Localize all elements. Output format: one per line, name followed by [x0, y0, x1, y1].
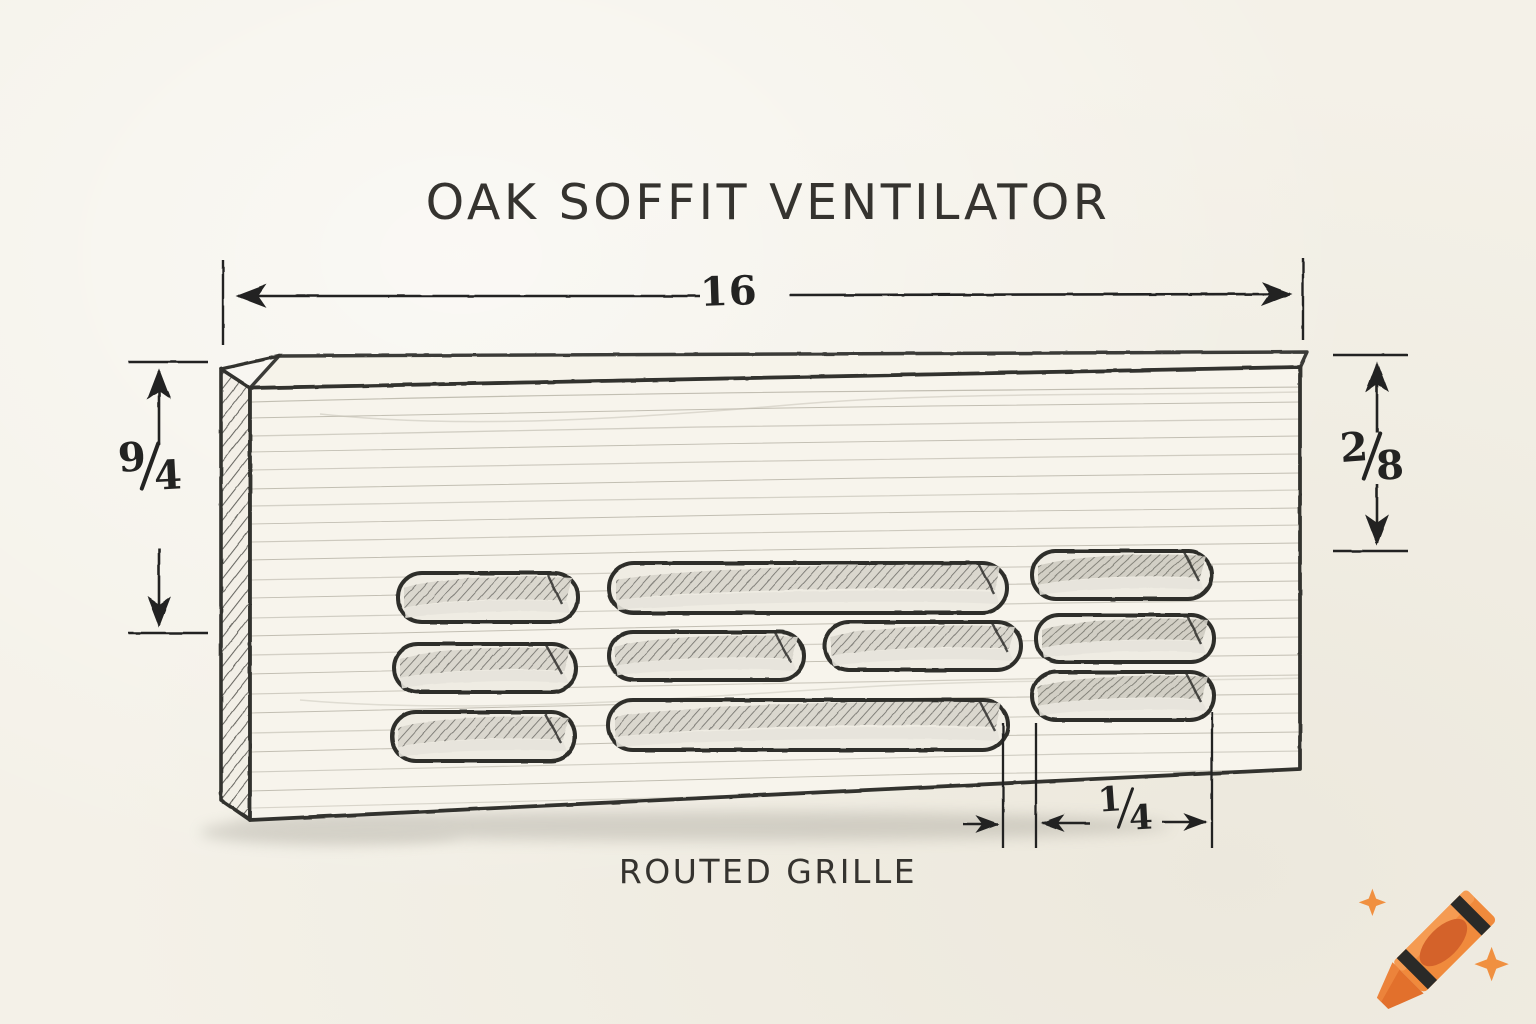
drawing-caption: ROUTED GRILLE	[618, 852, 918, 891]
routed-slot	[823, 620, 1023, 672]
routed-slot	[396, 571, 580, 624]
dimension-label-height: 9 4	[116, 433, 183, 500]
dimension-height	[128, 360, 208, 635]
page-title: OAK SOFFIT VENTILATOR	[425, 174, 1111, 231]
fraction-denominator: 4	[1127, 797, 1154, 839]
dimension-thickness	[1333, 353, 1408, 553]
routed-slot	[607, 630, 806, 682]
routed-slot-group	[390, 549, 1216, 763]
crayon-icon	[1358, 888, 1509, 1010]
dimension-width	[221, 258, 1305, 345]
dimension-label-slot-spacing: 1 4	[1097, 779, 1154, 838]
cast-shadow	[200, 811, 1170, 845]
fraction-numerator: 1	[1096, 779, 1124, 821]
routed-slot	[607, 561, 1009, 615]
fraction-denominator: 4	[152, 451, 183, 500]
fraction-numerator: 2	[1338, 423, 1370, 472]
dimension-slot-spacing	[963, 712, 1214, 848]
fraction-numerator: 9	[116, 433, 148, 482]
routed-slot	[606, 698, 1010, 752]
dimension-label-thickness: 2 8	[1338, 423, 1405, 490]
routed-slot	[1030, 670, 1216, 722]
dimension-label-width: 16	[699, 267, 759, 316]
fraction-denominator: 8	[1374, 441, 1405, 490]
routed-slot	[392, 642, 578, 694]
routed-slot	[1034, 613, 1216, 664]
routed-slot	[390, 710, 577, 763]
routed-slot	[1030, 549, 1214, 601]
